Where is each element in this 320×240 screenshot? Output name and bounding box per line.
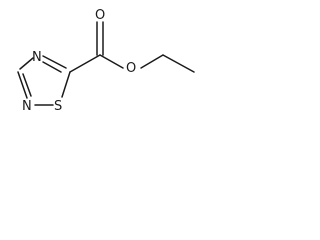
atom-s: S [54, 99, 62, 114]
bond-n4-c3 [19, 57, 34, 70]
bond-c5-n4 [42, 55, 67, 69]
bond-c5-carbonyl [69, 54, 101, 73]
atom-o-carbonyl: O [95, 8, 105, 23]
atom-n-top: N [32, 50, 42, 65]
structure-canvas: N N S O O [0, 0, 209, 126]
bond-c5-n4-double [42, 61, 62, 73]
bond-carbonyl-ester-o [99, 54, 124, 69]
atom-o-ester: O [126, 61, 136, 76]
bond-c3-n2-double [22, 73, 32, 97]
bond-c3-n2 [17, 71, 28, 99]
bond-ester-o-ch2 [140, 54, 164, 69]
molecule-drawing: N N S O O [17, 8, 195, 114]
bond-ch2-ch3 [162, 54, 195, 73]
atom-n-bottom: N [22, 99, 32, 114]
bond-s1-c5 [61, 71, 71, 98]
